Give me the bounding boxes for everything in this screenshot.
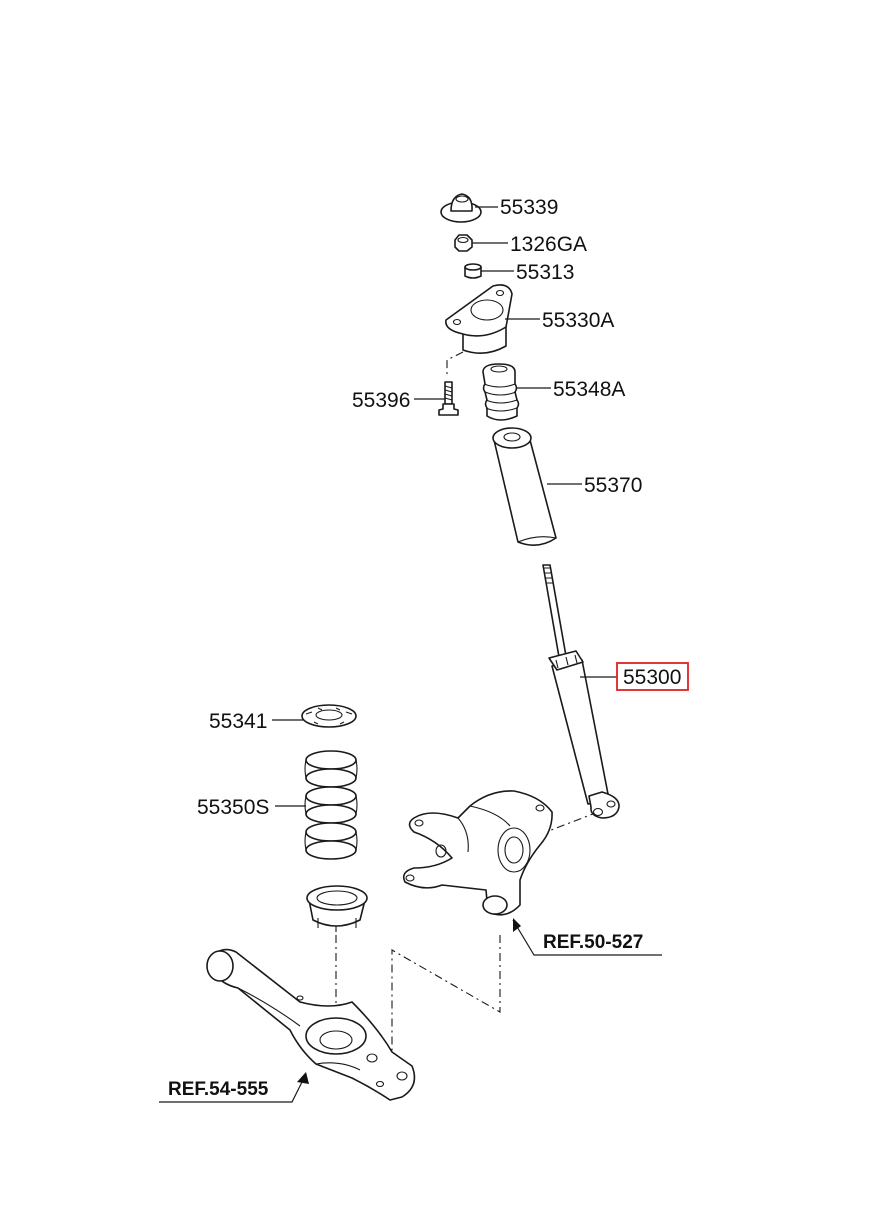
part-label-1326GA[interactable]: 1326GA bbox=[510, 233, 587, 256]
part-label-55300-highlighted[interactable]: 55300 bbox=[616, 662, 689, 691]
washer-55313-part[interactable] bbox=[464, 263, 482, 279]
dust-cover-55370-part[interactable] bbox=[492, 427, 557, 546]
rear-knuckle-part[interactable] bbox=[402, 790, 553, 916]
part-label-55370[interactable]: 55370 bbox=[584, 474, 642, 497]
part-label-55348A[interactable]: 55348A bbox=[553, 378, 625, 401]
upper-mount-bracket-55330A-part[interactable] bbox=[445, 284, 513, 354]
ref-label-54-555[interactable]: REF.54-555 bbox=[168, 1079, 269, 1100]
coil-spring-55350S-part[interactable] bbox=[304, 750, 358, 860]
shock-absorber-55300-part[interactable] bbox=[542, 564, 620, 819]
part-label-55300[interactable]: 55300 bbox=[623, 666, 681, 689]
dust-cap-55339-part[interactable] bbox=[440, 193, 482, 223]
upper-spring-pad-55341-part[interactable] bbox=[301, 704, 357, 728]
part-label-55330A[interactable]: 55330A bbox=[542, 309, 614, 332]
part-label-55313[interactable]: 55313 bbox=[516, 261, 574, 284]
part-label-55339[interactable]: 55339 bbox=[500, 196, 558, 219]
ref-arrows bbox=[297, 918, 521, 1084]
part-label-55341[interactable]: 55341 bbox=[209, 710, 267, 733]
part-label-55396[interactable]: 55396 bbox=[352, 389, 410, 412]
lower-spring-pad-part[interactable] bbox=[306, 885, 368, 932]
rear-lower-arm-part[interactable] bbox=[206, 948, 416, 1101]
bump-stopper-55348A-part[interactable] bbox=[482, 363, 520, 421]
highlight-box bbox=[616, 662, 689, 691]
ref-label-50-527[interactable]: REF.50-527 bbox=[543, 932, 643, 953]
bolt-55396-part[interactable] bbox=[438, 381, 459, 416]
assembly-centerlines bbox=[335, 351, 599, 1062]
leader-lines bbox=[159, 206, 662, 1103]
lock-nut-1326GA-part[interactable] bbox=[454, 234, 473, 252]
part-label-55350S[interactable]: 55350S bbox=[197, 796, 269, 819]
